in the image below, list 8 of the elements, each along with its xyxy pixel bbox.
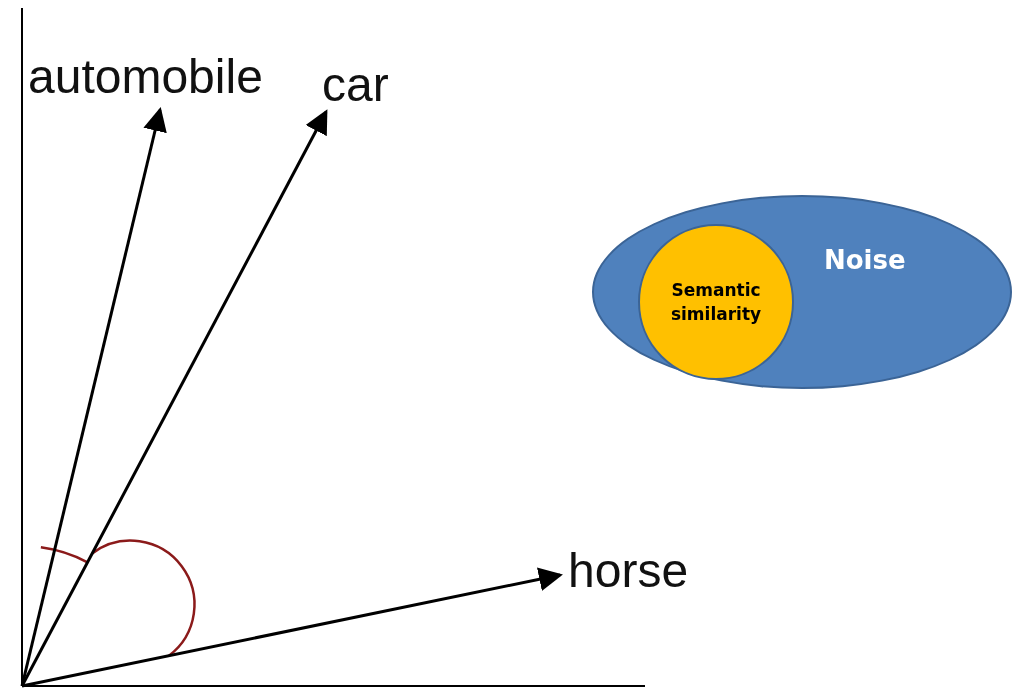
word-label: car [322, 60, 389, 110]
vector-arrow [21, 567, 563, 688]
vector-arrow [20, 109, 328, 687]
similarity-circle: Semantic similarity [638, 224, 794, 380]
vector-arrow [20, 107, 167, 687]
ellipse-label: Noise [824, 245, 906, 275]
word-label: horse [568, 546, 689, 596]
word-label: automobile [28, 52, 263, 102]
